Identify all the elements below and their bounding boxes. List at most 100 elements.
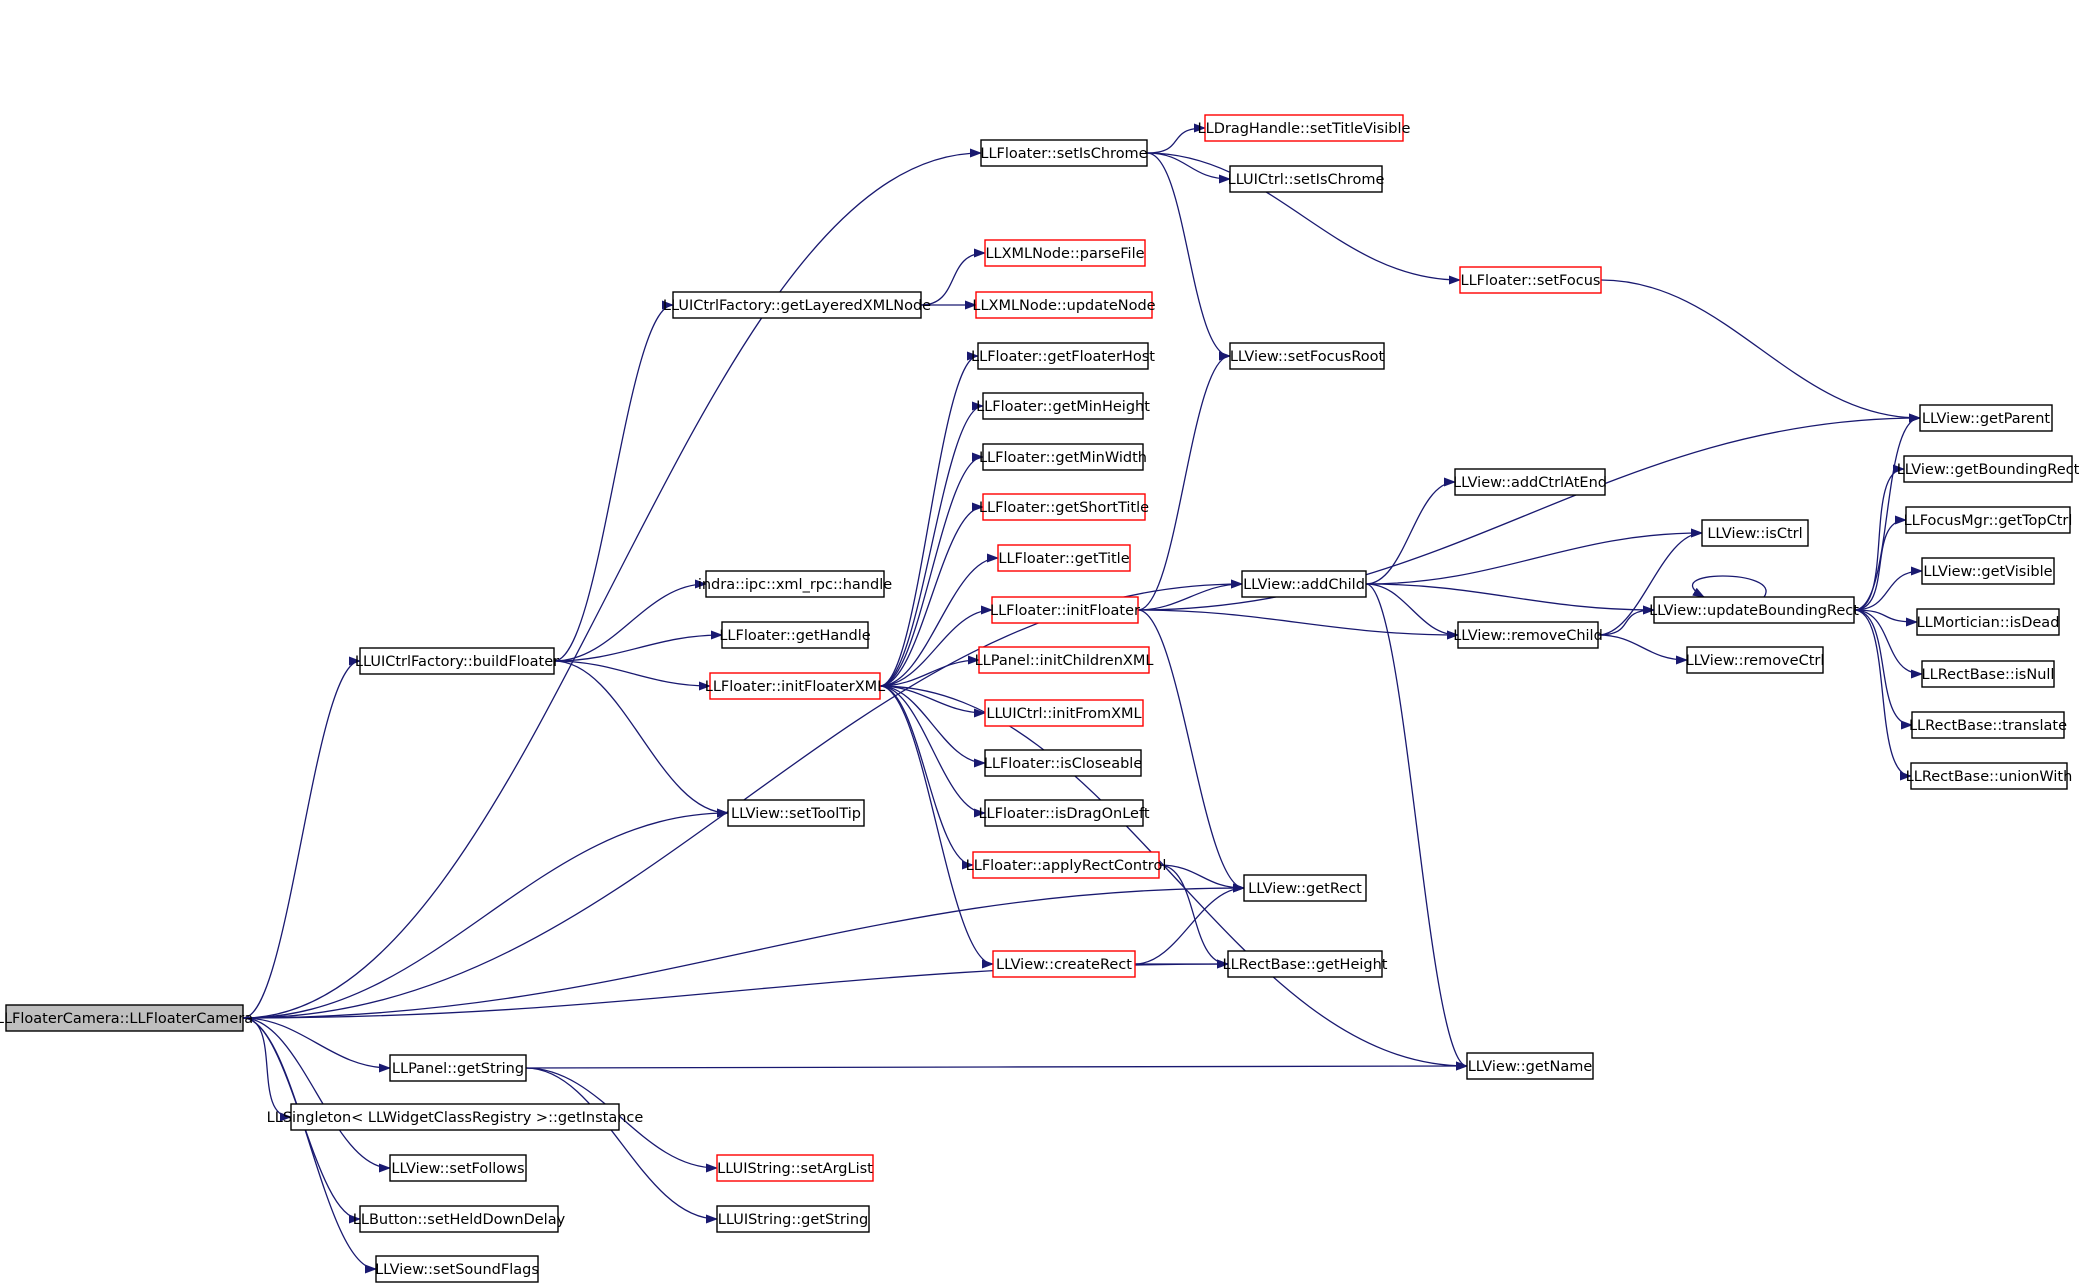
node-box-setSoundFlags (375, 1255, 539, 1283)
edge-updateBoundingRect-to-unionWith (1853, 609, 1912, 781)
node-isDragOnLeft[interactable]: LLFloater::isDragOnLeft (978, 799, 1150, 827)
edge-root-to-setFollows (242, 1017, 391, 1173)
edge-initFloaterXML-to-getFloaterHost (879, 351, 979, 687)
node-label-removeChild: LLView::removeChild (1453, 628, 1603, 644)
node-uictrlSetIsChrome[interactable]: LLUICtrl::setIsChrome (1228, 165, 1385, 193)
edge-buildFloater-to-initFloaterXML (553, 660, 711, 691)
node-unionWith[interactable]: LLRectBase::unionWith (1906, 762, 2073, 790)
node-label-parseFile: LLXMLNode::parseFile (985, 246, 1144, 262)
node-label-getBoundingRect: LLView::getBoundingRect (1897, 462, 2080, 478)
node-getTitle[interactable]: LLFloater::getTitle (997, 544, 1131, 572)
node-getMinHeight[interactable]: LLFloater::getMinHeight (976, 392, 1150, 420)
node-setFocus[interactable]: LLFloater::setFocus (1459, 266, 1602, 294)
node-initChildrenXML[interactable]: LLPanel::initChildrenXML (975, 646, 1154, 674)
node-label-updateNode: LLXMLNode::updateNode (972, 298, 1155, 314)
edge-updateBoundingRect-to-getParent (1853, 413, 1921, 611)
node-addCtrlAtEnd[interactable]: LLView::addCtrlAtEnd (1453, 468, 1607, 496)
edge-initFloater-to-getRect (1137, 609, 1245, 893)
node-getString[interactable]: LLPanel::getString (389, 1054, 527, 1082)
node-box-isCtrl (1701, 519, 1809, 547)
node-applyRectControl[interactable]: LLFloater::applyRectControl (966, 851, 1167, 879)
node-getLayeredXMLNode[interactable]: LLUICtrlFactory::getLayeredXMLNode (663, 291, 931, 319)
node-setToolTip[interactable]: LLView::setToolTip (727, 799, 865, 827)
node-label-getHeight: LLRectBase::getHeight (1223, 957, 1388, 973)
node-root[interactable]: LLFloaterCamera::LLFloaterCamera (0, 1004, 253, 1032)
node-setSoundFlags[interactable]: LLView::setSoundFlags (375, 1255, 539, 1283)
node-uistringGetString[interactable]: LLUIString::getString (716, 1205, 870, 1233)
node-updateNode[interactable]: LLXMLNode::updateNode (972, 291, 1156, 319)
node-label-translate: LLRectBase::translate (1909, 718, 2067, 734)
node-isCloseable[interactable]: LLFloater::isCloseable (984, 749, 1143, 777)
node-getFloaterHost[interactable]: LLFloater::getFloaterHost (971, 342, 1155, 370)
node-initFloaterXML[interactable]: LLFloater::initFloaterXML (705, 672, 886, 700)
node-label-isDead: LLMortician::isDead (1917, 615, 2060, 631)
node-box-getTopCtrl (1905, 506, 2071, 534)
edge-applyRectControl-to-getRect (1158, 864, 1245, 893)
node-box-initChildrenXML (978, 646, 1150, 674)
edge-buildFloater-to-xmlRpcHandle (553, 579, 707, 662)
node-box-getHandle (721, 621, 869, 649)
node-label-setFocusRoot: LLView::setFocusRoot (1230, 349, 1385, 365)
edge-initFloaterXML-to-getMinHeight (879, 401, 984, 687)
node-buildFloater[interactable]: LLUICtrlFactory::buildFloater (355, 647, 559, 675)
node-setIsChrome[interactable]: LLFloater::setIsChrome (980, 139, 1148, 167)
node-getVisible[interactable]: LLView::getVisible (1921, 557, 2055, 585)
node-getInstance[interactable]: LLSingleton< LLWidgetClassRegistry >::ge… (267, 1103, 644, 1131)
edge-updateBoundingRect-to-getVisible (1853, 566, 1923, 611)
node-box-unionWith (1910, 762, 2068, 790)
node-removeCtrl[interactable]: LLView::removeCtrl (1686, 646, 1825, 674)
node-getParent[interactable]: LLView::getParent (1919, 404, 2053, 432)
node-getHandle[interactable]: LLFloater::getHandle (719, 621, 871, 649)
node-box-isDead (1916, 608, 2060, 636)
node-getBoundingRect[interactable]: LLView::getBoundingRect (1897, 455, 2080, 483)
node-setArgList[interactable]: LLUIString::setArgList (716, 1154, 874, 1182)
node-label-getVisible: LLView::getVisible (1923, 564, 2052, 580)
node-label-getString: LLPanel::getString (392, 1061, 524, 1077)
node-setTitleVisible[interactable]: LLDragHandle::setTitleVisible (1198, 114, 1411, 142)
node-setFollows[interactable]: LLView::setFollows (389, 1154, 527, 1182)
node-getTopCtrl[interactable]: LLFocusMgr::getTopCtrl (1904, 506, 2073, 534)
node-label-createRect: LLView::createRect (996, 957, 1132, 973)
edge-buildFloater-to-setToolTip (553, 660, 729, 818)
node-label-isDragOnLeft: LLFloater::isDragOnLeft (978, 806, 1149, 822)
node-getHeight[interactable]: LLRectBase::getHeight (1223, 950, 1388, 978)
edge-initFloaterXML-to-createRect (879, 685, 994, 969)
node-label-initFloater: LLFloater::initFloater (990, 603, 1140, 619)
node-box-xmlRpcHandle (705, 570, 885, 598)
node-getMinWidth[interactable]: LLFloater::getMinWidth (979, 443, 1147, 471)
node-addChild[interactable]: LLView::addChild (1241, 570, 1367, 598)
node-label-initFromXML: LLUICtrl::initFromXML (986, 706, 1141, 722)
node-initFromXML[interactable]: LLUICtrl::initFromXML (984, 699, 1144, 727)
node-label-setToolTip: LLView::setToolTip (731, 806, 861, 822)
node-box-getName (1466, 1052, 1594, 1080)
node-getRect[interactable]: LLView::getRect (1243, 874, 1367, 902)
edge-setIsChrome-to-setFocusRoot (1146, 152, 1231, 361)
node-updateBoundingRect[interactable]: LLView::updateBoundingRect (1649, 596, 1859, 624)
node-parseFile[interactable]: LLXMLNode::parseFile (984, 239, 1146, 267)
edge-addChild-to-getName (1365, 583, 1468, 1071)
node-getShortTitle[interactable]: LLFloater::getShortTitle (979, 493, 1149, 521)
node-getName[interactable]: LLView::getName (1466, 1052, 1594, 1080)
edge-root-to-buildFloater (242, 656, 361, 1019)
node-label-getMinWidth: LLFloater::getMinWidth (979, 450, 1147, 466)
node-label-getRect: LLView::getRect (1248, 881, 1362, 897)
node-label-getFloaterHost: LLFloater::getFloaterHost (971, 349, 1155, 365)
node-isCtrl[interactable]: LLView::isCtrl (1701, 519, 1809, 547)
edge-setIsChrome-to-setFocus (1146, 152, 1461, 285)
node-label-buildFloater: LLUICtrlFactory::buildFloater (355, 654, 559, 670)
node-initFloater[interactable]: LLFloater::initFloater (990, 596, 1140, 624)
node-setFocusRoot[interactable]: LLView::setFocusRoot (1229, 342, 1385, 370)
node-xmlRpcHandle[interactable]: indra::ipc::xml_rpc::handle (698, 570, 892, 598)
node-createRect[interactable]: LLView::createRect (992, 950, 1136, 978)
node-isNull[interactable]: LLRectBase::isNull (1921, 660, 2055, 688)
node-removeChild[interactable]: LLView::removeChild (1453, 621, 1603, 649)
node-label-setFocus: LLFloater::setFocus (1461, 273, 1601, 289)
node-translate[interactable]: LLRectBase::translate (1909, 711, 2067, 739)
edge-addChild-to-addCtrlAtEnd (1365, 477, 1456, 585)
node-box-uictrlSetIsChrome (1229, 165, 1383, 193)
node-isDead[interactable]: LLMortician::isDead (1916, 608, 2060, 636)
node-label-getShortTitle: LLFloater::getShortTitle (979, 500, 1149, 516)
node-setHeldDownDelay[interactable]: LLButton::setHeldDownDelay (353, 1205, 566, 1233)
node-box-root (5, 1004, 244, 1032)
